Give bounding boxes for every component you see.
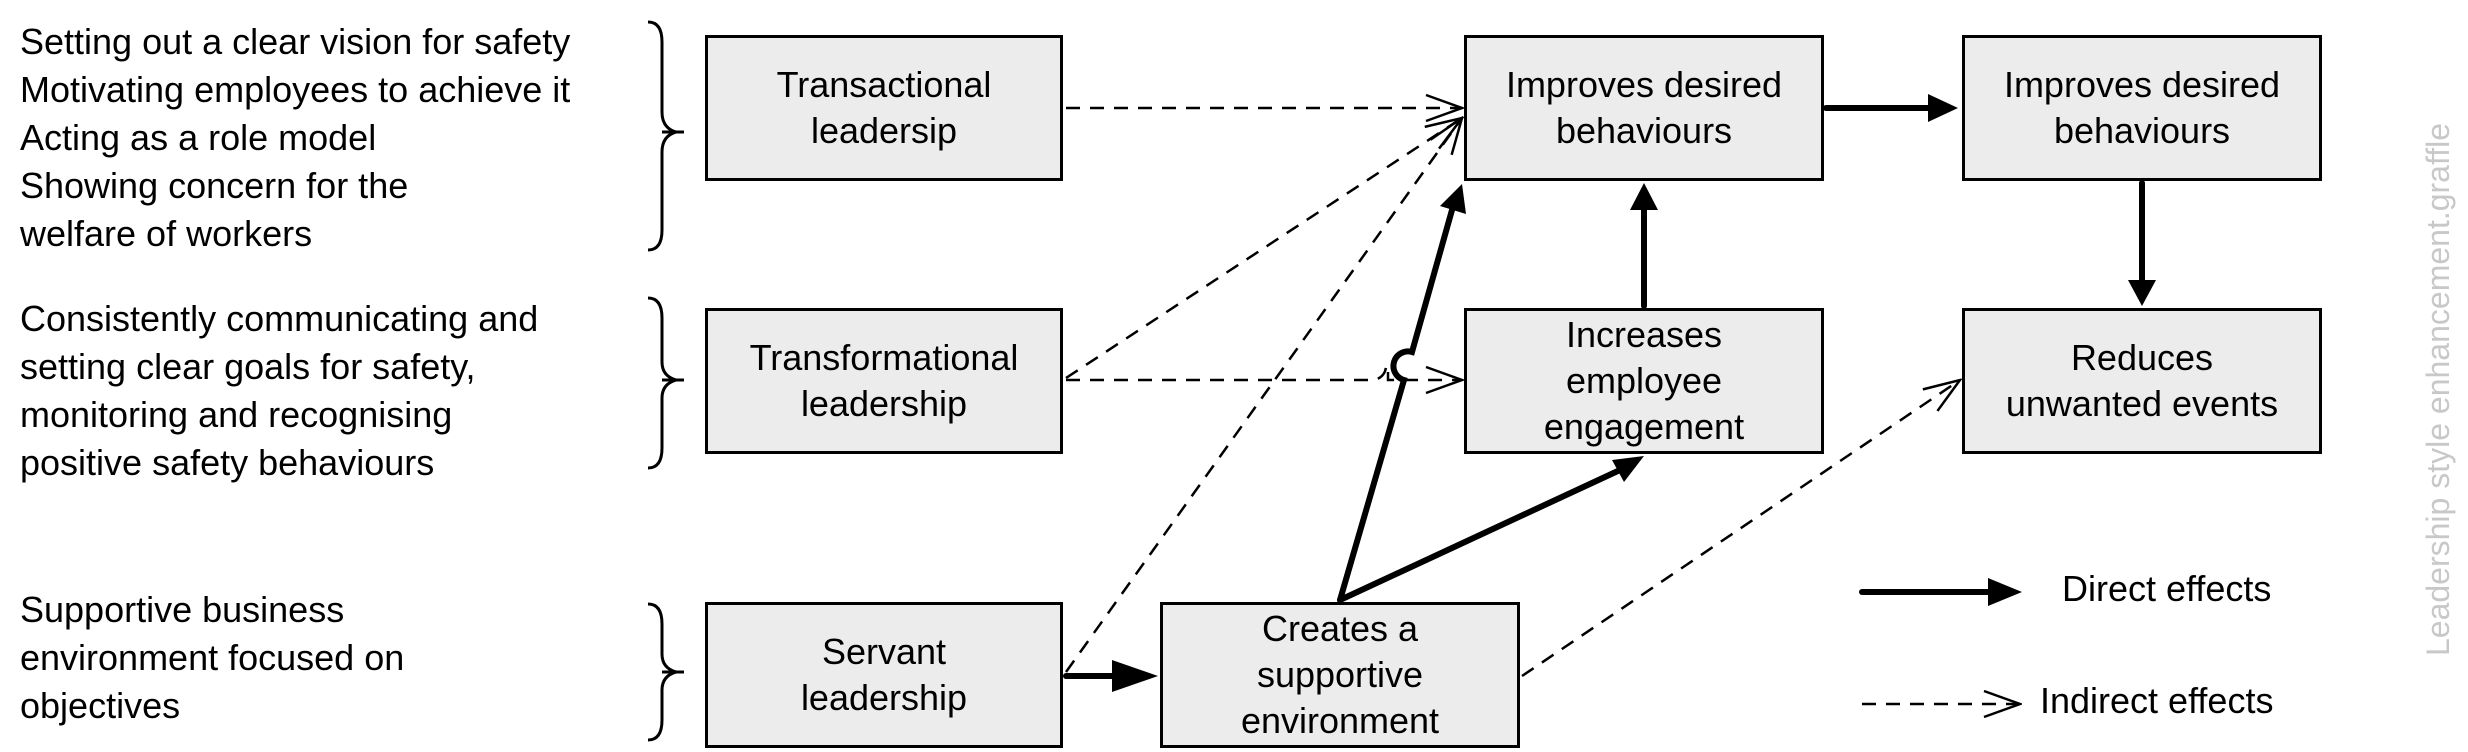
employee-engagement-box: Increases employee engagement	[1464, 308, 1824, 454]
servant-to-behaviours-line	[1064, 118, 1462, 673]
direct-effect-lines	[1063, 94, 2156, 692]
supportive-to-unwanted-line	[1521, 380, 1960, 678]
transformational-leadership-box: Transformational leadership	[705, 308, 1063, 454]
transformational-to-engagement-line	[1066, 364, 1462, 380]
indirect-effect-lines	[1064, 108, 1960, 678]
transformational-to-behaviours-line	[1065, 118, 1462, 380]
improves-behaviours-box-2: Improves desired behaviours	[1962, 35, 2322, 181]
transactional-description: Setting out a clear vision for safety Mo…	[20, 21, 571, 254]
brace-servant	[647, 602, 684, 742]
servant-description: Supportive business environment focused …	[20, 589, 405, 726]
transformational-description: Consistently communicating and setting c…	[20, 298, 539, 483]
legend-indirect-label: Indirect effects	[2040, 680, 2274, 721]
legend-direct-label: Direct effects	[2062, 568, 2272, 609]
supportive-environment-box: Creates a supportive environment	[1160, 602, 1520, 748]
brace-transformational	[647, 296, 684, 470]
supportive-to-behaviours1-line	[1337, 207, 1455, 603]
improves-behaviours-box-1: Improves desired behaviours	[1464, 35, 1824, 181]
supportive-to-engagement-line	[1337, 467, 1623, 603]
servant-leadership-box: Servant leadership	[705, 602, 1063, 748]
reduces-unwanted-events-box: Reduces unwanted events	[1962, 308, 2322, 454]
transactional-leadership-box: Transactional leadersip	[705, 35, 1063, 181]
brace-transactional	[647, 20, 684, 252]
